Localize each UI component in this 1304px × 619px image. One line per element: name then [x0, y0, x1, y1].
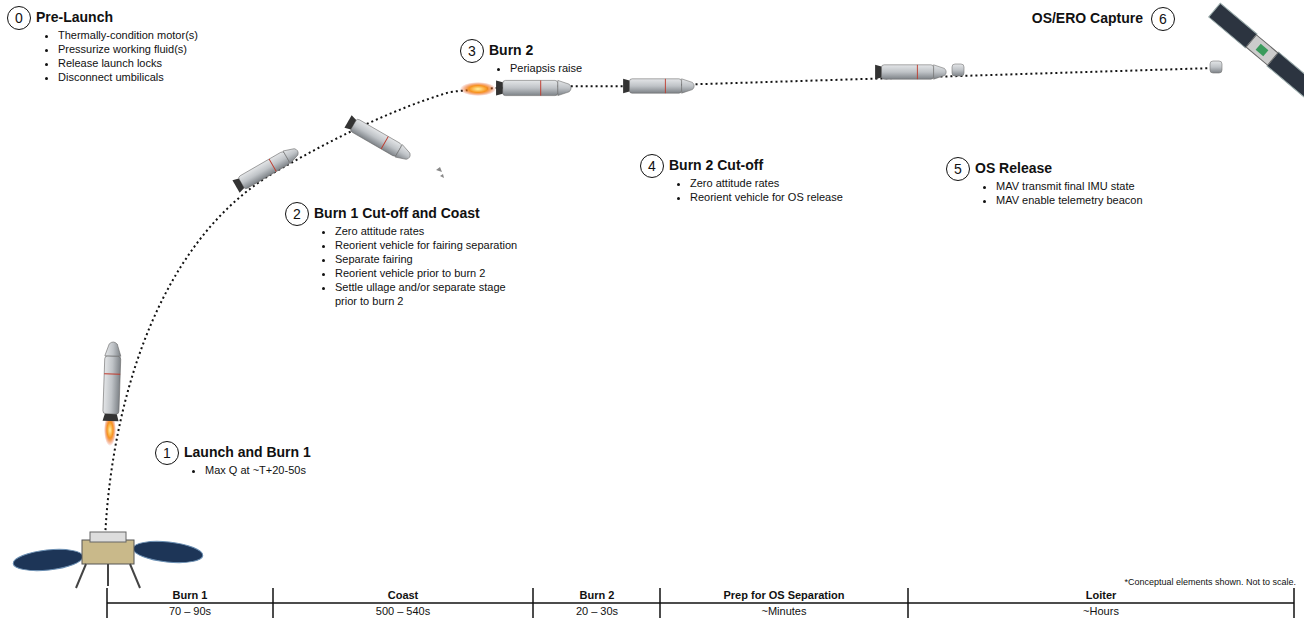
- callout-number: 5: [946, 157, 970, 181]
- phase-heading: Burn 1 Cut-off and Coast: [314, 204, 480, 222]
- phase-heading: Launch and Burn 1: [184, 443, 311, 461]
- phase-heading: OS Release: [975, 159, 1052, 177]
- bullet-item: Periapsis raise: [510, 61, 582, 75]
- bullet-item: Disconnect umbilicals: [58, 70, 198, 84]
- bullet-list: Zero attitude ratesReorient vehicle for …: [676, 176, 843, 204]
- bullet-item: Thermally-condition motor(s): [58, 28, 198, 42]
- timeline-label: Coast: [385, 589, 422, 602]
- callout-number: 3: [460, 39, 484, 63]
- bullet-item: Zero attitude rates: [335, 224, 525, 238]
- phase-heading: Pre-Launch: [36, 8, 113, 26]
- bullet-item: Zero attitude rates: [690, 176, 843, 190]
- note-text: *Conceptual elements shown. Not to scale…: [1124, 576, 1296, 589]
- callout-number: 1: [155, 441, 179, 465]
- callout-number: 6: [1151, 7, 1175, 31]
- timeline-label: ~Hours: [1080, 605, 1122, 618]
- phase-heading: Burn 2 Cut-off: [669, 156, 763, 174]
- timeline-label: Burn 2: [577, 589, 618, 602]
- timeline-label: Burn 1: [170, 589, 211, 602]
- lander: [12, 532, 204, 588]
- bullet-list: MAV transmit final IMU stateMAV enable t…: [982, 179, 1143, 207]
- bullet-item: Pressurize working fluid(s): [58, 42, 198, 56]
- bullet-list: Max Q at ~T+20-50s: [191, 463, 306, 477]
- phase-heading: OS/ERO Capture: [1032, 9, 1143, 27]
- timeline: [107, 588, 1294, 618]
- timeline-label: 500 – 540s: [373, 605, 433, 618]
- bullet-item: Settle ullage and/or separate stage prio…: [335, 280, 525, 308]
- timeline-label: Loiter: [1083, 589, 1120, 602]
- timeline-label: ~Minutes: [759, 605, 810, 618]
- timeline-label: 70 – 90s: [166, 605, 214, 618]
- bullet-item: Max Q at ~T+20-50s: [205, 463, 306, 477]
- bullet-item: Reorient vehicle prior to burn 2: [335, 266, 525, 280]
- bullet-item: Release launch locks: [58, 56, 198, 70]
- timeline-label: Prep for OS Separation: [720, 589, 847, 602]
- callout-number: 4: [640, 154, 664, 178]
- callout-number: 0: [7, 6, 31, 30]
- bullet-item: MAV enable telemetry beacon: [996, 193, 1143, 207]
- bullet-item: MAV transmit final IMU state: [996, 179, 1143, 193]
- bullet-item: Reorient vehicle for OS release: [690, 190, 843, 204]
- timeline-label: 20 – 30s: [573, 605, 621, 618]
- phase-heading: Burn 2: [489, 41, 533, 59]
- callout-number: 2: [285, 202, 309, 226]
- bullet-item: Separate fairing: [335, 252, 525, 266]
- bullet-list: Thermally-condition motor(s)Pressurize w…: [44, 28, 198, 84]
- bullet-list: Periapsis raise: [496, 61, 582, 75]
- bullet-item: Reorient vehicle for fairing separation: [335, 238, 525, 252]
- bullet-list: Zero attitude ratesReorient vehicle for …: [321, 224, 525, 308]
